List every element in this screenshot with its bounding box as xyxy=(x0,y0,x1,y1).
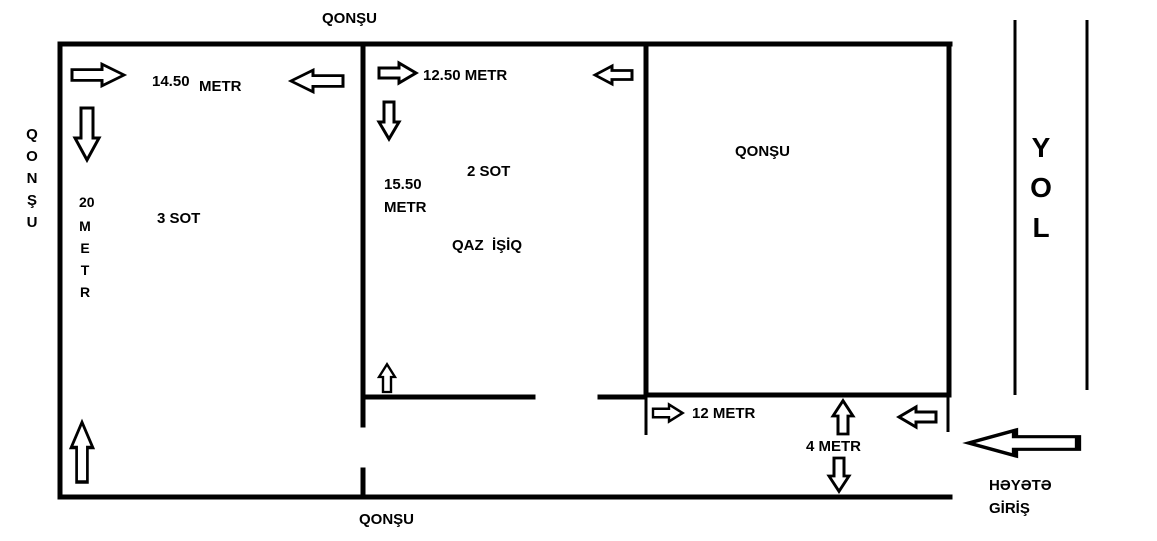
left-width-unit: METR xyxy=(199,78,242,95)
middle-area-label: 2 SOT xyxy=(467,163,511,180)
left-width-value: 14.50 xyxy=(152,73,190,90)
arrow-up-icon xyxy=(69,420,95,484)
left-area-label: 3 SOT xyxy=(157,210,201,227)
utilities-label: QAZ İŞİQ xyxy=(452,237,523,254)
stacked-letter: N xyxy=(26,170,38,187)
stacked-letter: E xyxy=(80,240,90,256)
stacked-letter: O xyxy=(1030,172,1052,203)
entrance-label-line1: HƏYƏTƏ xyxy=(989,477,1052,494)
arrow-right-icon xyxy=(377,61,418,85)
arrow-left-icon xyxy=(897,405,938,429)
stacked-letter: L xyxy=(1032,212,1050,243)
entrance-arrow-icon xyxy=(969,430,1078,455)
passage-length-label: 12 METR xyxy=(692,405,756,422)
neighbor-top-label: QONŞU xyxy=(322,10,378,27)
middle-depth-line2: METR xyxy=(384,199,427,216)
neighbor-bottom-label: QONŞU xyxy=(359,511,415,528)
stacked-letter: U xyxy=(26,214,38,231)
arrow-right-icon xyxy=(651,403,684,423)
stacked-letter: M xyxy=(79,218,91,234)
stacked-letter: O xyxy=(26,148,38,165)
arrow-right-icon xyxy=(70,62,126,88)
middle-width-label: 12.50 METR xyxy=(423,67,508,84)
arrow-up-icon xyxy=(377,363,397,394)
stacked-letter: Q xyxy=(26,126,38,143)
stacked-letter: Ş xyxy=(26,192,37,209)
neighbor-right-plot-label: QONŞU xyxy=(735,143,791,160)
entrance-label-line2: GİRİŞ xyxy=(989,500,1030,517)
arrow-left-icon xyxy=(593,64,634,86)
arrow-down-icon xyxy=(377,100,401,141)
stacked-letter: T xyxy=(80,262,90,278)
arrow-down-icon xyxy=(73,106,101,162)
arrow-left-icon xyxy=(289,68,345,94)
arrow-down-icon xyxy=(827,456,851,493)
stacked-letter: R xyxy=(79,284,91,300)
stacked-letter: Y xyxy=(1031,132,1051,163)
middle-depth-line1: 15.50 xyxy=(384,176,422,193)
arrow-up-icon xyxy=(831,399,855,436)
left-depth-value: 20 xyxy=(79,194,95,210)
passage-width-label: 4 METR xyxy=(806,438,862,455)
